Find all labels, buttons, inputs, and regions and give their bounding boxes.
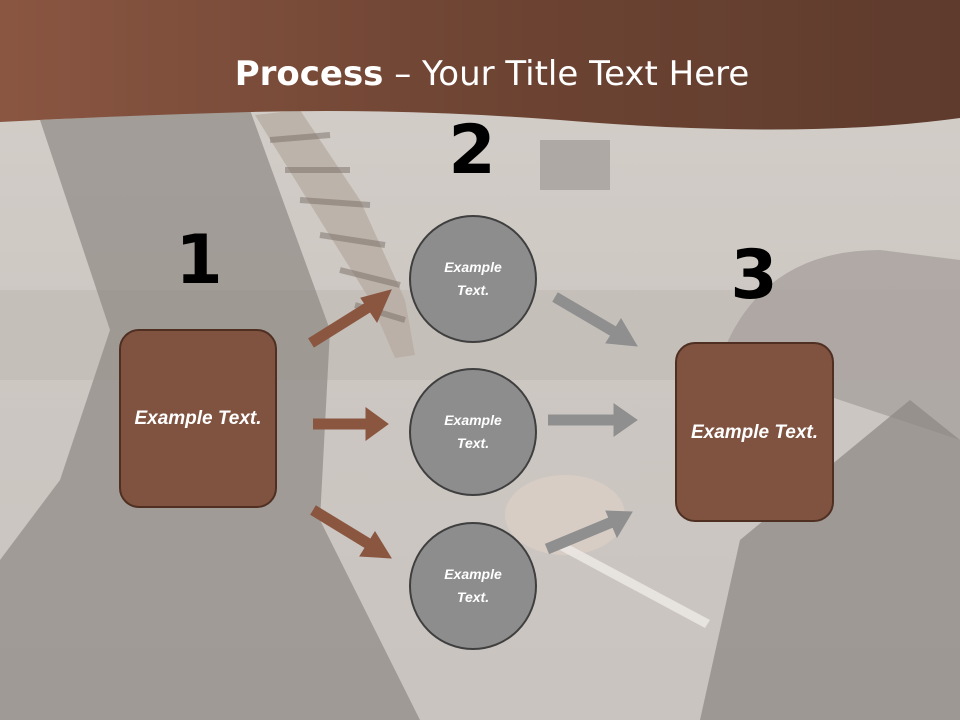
step-number-2: 2 — [448, 111, 496, 190]
step2-circle-bottom-text: Example Text. — [444, 566, 502, 605]
step2-circle-top: Example Text. — [409, 215, 537, 343]
step1-box-text: Example Text. — [134, 408, 262, 429]
step2-circle-middle: Example Text. — [409, 368, 537, 496]
title-rest: – Your Title Text Here — [383, 54, 750, 94]
arrow-box1-to-circle1 — [308, 289, 392, 348]
arrow-box1-to-circle3 — [310, 505, 392, 559]
slide-title: Process – Your Title Text Here — [0, 52, 960, 96]
arrow-box1-to-circle2 — [313, 407, 389, 441]
step2-circle-bottom: Example Text. — [409, 522, 537, 650]
arrow-circle1-to-box3 — [552, 292, 638, 347]
step3-box: Example Text. — [675, 342, 834, 522]
step1-box: Example Text. — [119, 329, 277, 508]
title-bold: Process — [234, 54, 384, 94]
step-number-3: 3 — [730, 236, 778, 315]
arrow-circle3-to-box3 — [544, 510, 633, 555]
step-number-1: 1 — [175, 221, 223, 300]
step2-circle-top-text: Example Text. — [444, 259, 502, 298]
arrow-circle2-to-box3 — [548, 403, 638, 437]
step2-circle-middle-text: Example Text. — [444, 412, 502, 451]
header-band — [0, 0, 960, 130]
step3-box-text: Example Text. — [690, 421, 819, 443]
